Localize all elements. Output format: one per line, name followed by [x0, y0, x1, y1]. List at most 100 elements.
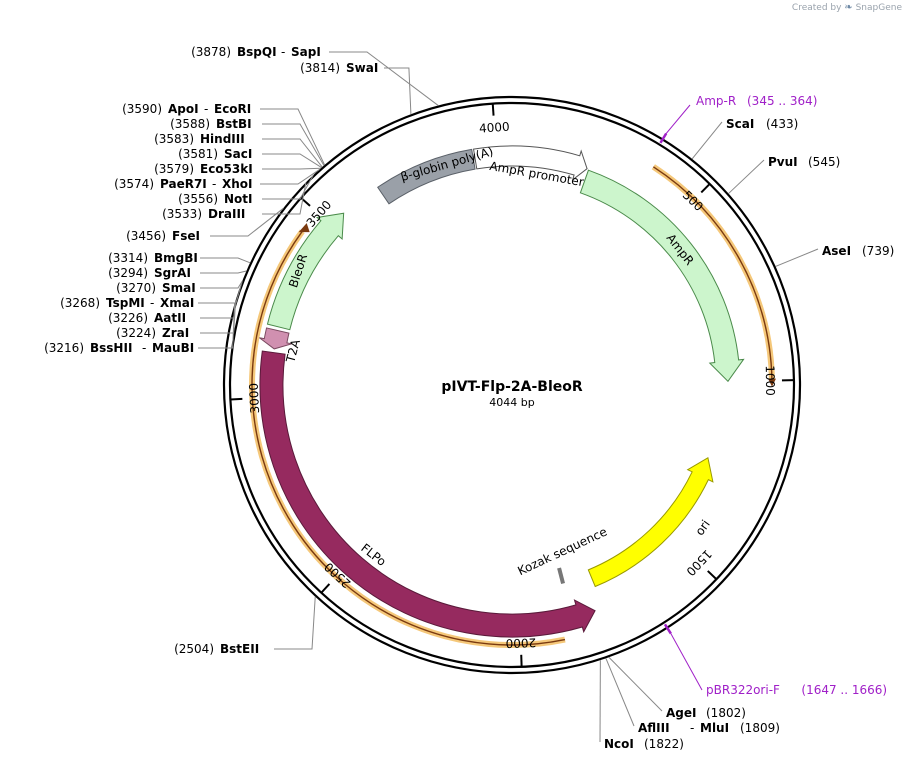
site-position: (3588)	[170, 117, 210, 131]
site-position: (3814)	[300, 61, 340, 75]
restriction-site: (3270) SmaI	[116, 280, 243, 295]
insert-region-band	[251, 230, 566, 646]
site-name: BssHII	[90, 341, 132, 355]
tick-label: 1000	[763, 365, 778, 396]
feature-label-t2a: T2A	[283, 337, 303, 365]
site-leader-line	[200, 280, 243, 289]
primer-range: (345 .. 364)	[747, 94, 817, 108]
site-position: (3878)	[191, 45, 231, 59]
tick-label: 4000	[479, 120, 510, 136]
site-position: (3294)	[108, 266, 148, 280]
site-leader-line	[605, 658, 635, 727]
site-leader-line	[260, 108, 326, 166]
site-position: (1809)	[740, 721, 780, 735]
site-name-2: XmaI	[160, 296, 194, 310]
site-name-2: XhoI	[222, 177, 253, 191]
restriction-site: (3533)DraIII	[162, 182, 307, 221]
site-leader-line	[200, 270, 247, 274]
site-leader-line	[198, 303, 236, 349]
site-position: (3556)	[178, 192, 218, 206]
site-position: (3456)	[126, 229, 166, 243]
site-name: BmgBI	[154, 251, 198, 265]
site-name: AgeI	[666, 706, 696, 720]
amp-region-band	[652, 166, 773, 381]
site-position: (3314)	[108, 251, 148, 265]
site-position: (1822)	[644, 737, 684, 751]
plasmid-size: 4044 bp	[489, 396, 534, 409]
site-leader-line	[210, 208, 284, 237]
tick-mark	[491, 103, 495, 116]
site-position: (3574)	[114, 177, 154, 191]
watermark-brand: SnapGene	[855, 3, 902, 13]
site-separator: -	[690, 721, 694, 735]
restriction-site: (3579)Eco53kI	[154, 162, 321, 176]
restriction-site: (3224) ZraI	[116, 300, 237, 340]
site-name: ApoI	[168, 102, 199, 116]
restriction-site: (3588) BstBI	[170, 117, 325, 166]
feature-bleor	[266, 212, 345, 331]
site-position: (739)	[862, 244, 894, 258]
site-name: BstBI	[216, 117, 252, 131]
site-position: (3226)	[108, 311, 148, 325]
site-leader-line	[200, 257, 251, 264]
site-leader-line	[262, 123, 325, 166]
site-name-2: MluI	[700, 721, 729, 735]
band-arrowhead	[298, 223, 310, 233]
site-leader-line	[691, 121, 723, 160]
restriction-site: (3216)BssHII-MauBI	[44, 303, 236, 355]
feature-flpo	[259, 350, 596, 638]
site-leader-line	[262, 153, 322, 169]
feature-t2a	[259, 327, 292, 350]
site-name: PvuI	[768, 155, 798, 169]
primer-range: (1647 .. 1666)	[801, 683, 887, 697]
primer-name: pBR322ori-F	[706, 683, 780, 697]
site-separator: -	[281, 45, 285, 59]
site-leader-line	[262, 138, 323, 168]
site-position: (3579)	[154, 162, 194, 176]
site-leader-line	[608, 656, 663, 712]
site-name-2: SapI	[291, 45, 321, 59]
restriction-site: (3583)HindIII	[154, 132, 323, 168]
plasmid-name: pIVT-Flp-2A-BleoR	[441, 379, 583, 395]
site-name: BstEII	[220, 642, 259, 656]
site-leader-line	[728, 159, 765, 194]
restriction-site: ScaI(433)	[691, 117, 798, 160]
site-name: PaeR7I	[160, 177, 207, 191]
site-leader-line	[262, 167, 321, 170]
primer-leader-line	[665, 104, 691, 134]
primer-layer: Amp-R(345 .. 364)pBR322ori-F(1647 .. 166…	[659, 94, 887, 697]
restriction-site: (3574) PaeR7I-XhoI	[114, 169, 320, 191]
site-position: (3268)	[60, 296, 100, 310]
site-leader-line	[262, 174, 314, 200]
feature-ampr	[579, 169, 745, 383]
site-separator: -	[142, 341, 146, 355]
restriction-site: (3268)TspMI-XmaI	[60, 281, 243, 310]
site-separator: -	[212, 177, 216, 191]
primer-marker	[663, 623, 672, 635]
site-name: SmaI	[162, 281, 196, 295]
site-position: (3270)	[116, 281, 156, 295]
restriction-site: (3590)ApoI-EcoRI	[122, 102, 326, 166]
site-separator: -	[204, 102, 208, 116]
site-layer: (3878)BspQI-SapI(3814)SwaI(3590)ApoI-Eco…	[44, 45, 894, 751]
backbone-rings	[222, 95, 802, 675]
site-position: (3216)	[44, 341, 84, 355]
restriction-site: NcoI (1822)	[599, 660, 684, 751]
band-arrowhead	[767, 378, 776, 387]
restriction-site: AgeI(1802)	[608, 656, 746, 720]
site-position: (3533)	[162, 207, 202, 221]
watermark: Created by ❧ SnapGene	[792, 2, 902, 13]
restriction-site: AflIII-MluI(1809)	[605, 658, 780, 735]
restriction-site: AseI(739)	[775, 244, 894, 267]
site-name: NcoI	[604, 737, 634, 751]
site-position: (433)	[766, 117, 798, 131]
site-position: (3224)	[116, 326, 156, 340]
site-name: ZraI	[162, 326, 189, 340]
site-name: HindIII	[200, 132, 245, 146]
site-leader-line	[274, 596, 316, 650]
watermark-created-by: Created by	[791, 3, 842, 13]
tick-label: 2000	[505, 635, 536, 650]
outer-ring	[222, 95, 802, 675]
feature-ampr-promoter	[472, 145, 588, 182]
site-position: (2504)	[174, 642, 214, 656]
